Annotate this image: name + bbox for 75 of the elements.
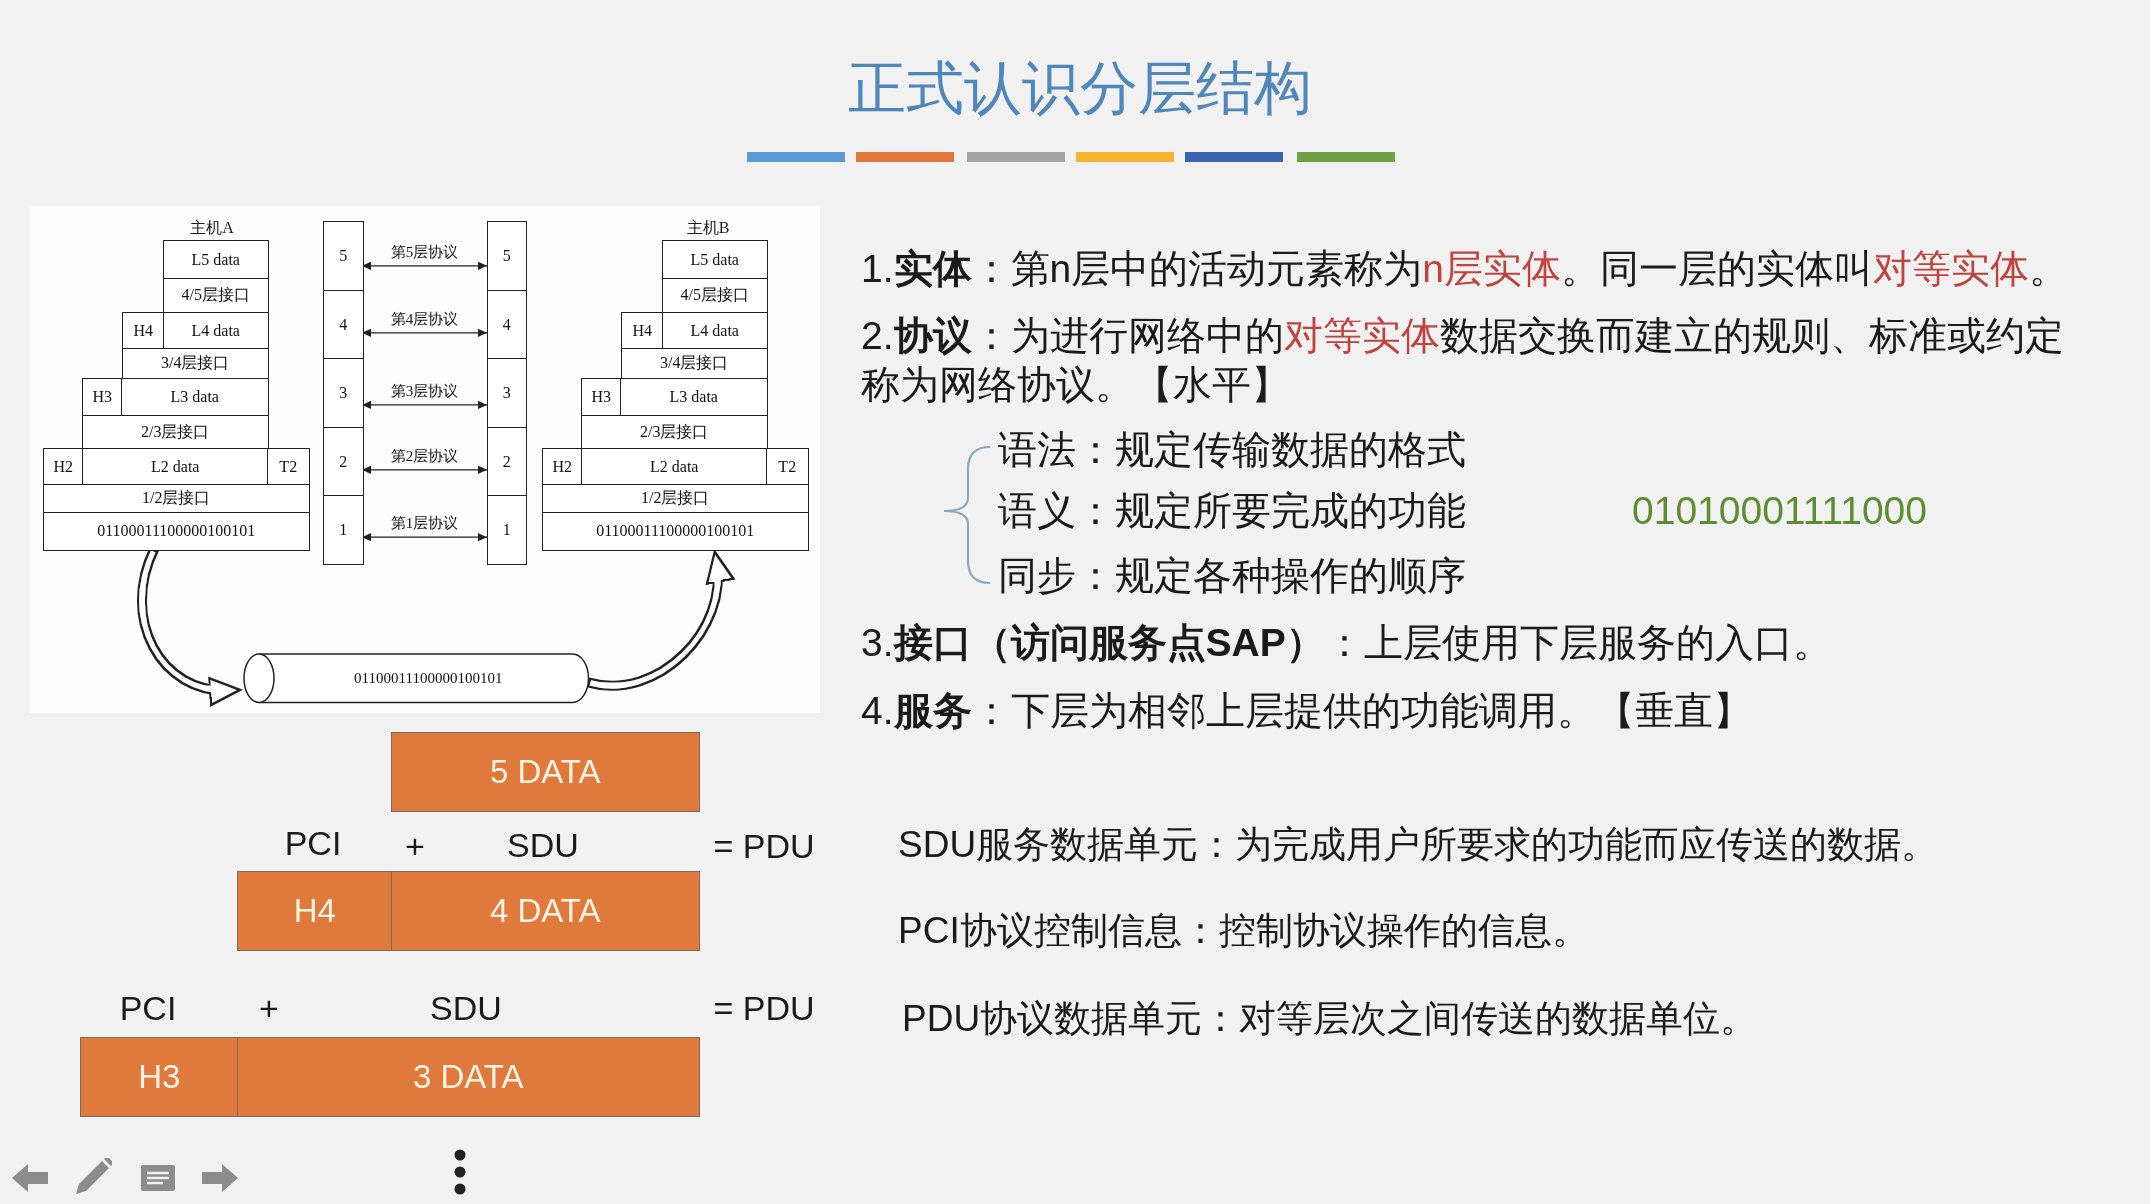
layer-data-box: L3 data [121,378,269,417]
trailer-box: T2 [267,448,310,486]
header-block: H4 [237,871,393,951]
trailer-box: T2 [766,448,809,486]
layer-data-box: L2 data [581,448,768,486]
layer-number-box: 5 [487,221,527,292]
formula-term: PCI [119,987,177,1029]
header-box: H4 [122,312,165,350]
protocol-element-text: 语义：规定所要完成的功能 [998,488,1466,534]
definition-text: SDU服务数据单元：为完成用户所要求的功能而应传送的数据。 [898,823,1939,867]
bitstream-box: 01100011100000100101 [43,512,310,551]
bitstream-box: 01100011100000100101 [542,512,809,551]
header-box: H4 [621,312,664,350]
header-box: H3 [82,378,123,417]
edge-label: 第5层协议 [388,244,461,262]
layer-number-box: 1 [323,495,364,565]
protocol-arrow [361,400,488,409]
curved-block-arrow [587,548,734,691]
layer-data-box: L4 data [163,312,269,350]
definition-text: 4.服务：下层为相邻上层提供的功能调用。【垂直】 [861,688,1752,734]
definition-text: 3.接口（访问服务点SAP）：上层使用下层服务的入口。 [861,620,1832,666]
slide-title: 正式认识分层结构 [848,54,1312,122]
definition-text: PCI协议控制信息：控制协议操作的信息。 [898,909,1589,953]
interface-box: 3/4层接口 [621,348,768,380]
layer-data-box: L5 data [163,240,269,280]
header-box: H2 [542,448,583,486]
interface-box: 2/3层接口 [82,415,269,450]
header-box: H2 [43,448,84,486]
formula-result: = PDU [713,825,815,867]
host-label: 主机B [686,218,730,238]
protocol-arrow [361,328,488,337]
layer-number-box: 4 [487,290,527,360]
formula-term: SDU [430,987,502,1029]
formula-term: PCI [284,822,342,864]
bit-string-text: 01010001111000 [1632,488,1927,534]
protocol-element-text: 语法：规定传输数据的格式 [998,427,1466,473]
edge-label: 第4层协议 [388,311,461,329]
edge-label: 第1层协议 [388,515,461,533]
plus-sign: + [259,987,279,1029]
edge-label: 第3层协议 [388,383,461,401]
protocol-element-text: 同步：规定各种操作的顺序 [998,553,1466,599]
layer-number-box: 2 [323,427,364,497]
interface-box: 1/2层接口 [43,484,310,514]
interface-box: 4/5层接口 [662,278,768,314]
layer-number-box: 3 [487,358,527,429]
layer-data-box: L4 data [662,312,768,350]
data-unit-block: 3 DATA [237,1037,700,1117]
layer-number-box: 2 [487,427,527,497]
plus-sign: + [405,825,425,867]
interface-box: 3/4层接口 [122,348,269,380]
cable-cylinder: 01100011100000100101 [243,653,590,704]
layer-data-box: L2 data [82,448,269,486]
protocol-arrow [361,465,488,474]
interface-box: 4/5层接口 [163,278,269,314]
layer-number-box: 5 [323,221,364,292]
layer-data-box: L5 data [662,240,768,280]
formula-term: SDU [507,824,579,866]
interface-box: 1/2层接口 [542,484,809,514]
header-block: H3 [80,1037,239,1117]
layer-data-box: L3 data [620,378,768,417]
definition-text: PDU协议数据单元：对等层次之间传送的数据单位。 [902,997,1758,1041]
definition-text: 1.实体：第n层中的活动元素称为n层实体。同一层的实体叫对等实体。 [861,246,2068,292]
layer-number-box: 1 [487,495,527,565]
data-unit-block: 5 DATA [391,732,700,812]
interface-box: 2/3层接口 [581,415,768,450]
formula-result: = PDU [713,987,815,1029]
layer-number-box: 3 [323,358,364,429]
header-box: H3 [581,378,622,417]
definition-text: 2.协议：为进行网络中的对等实体数据交换而建立的规则、标准或约定称为网络协议。【水平】 [861,313,2065,408]
data-unit-block: 4 DATA [391,871,700,951]
protocol-arrow [361,533,488,542]
protocol-arrow [361,261,488,270]
edge-label: 第2层协议 [388,448,461,466]
host-label: 主机A [190,218,234,238]
layer-number-box: 4 [323,290,364,360]
